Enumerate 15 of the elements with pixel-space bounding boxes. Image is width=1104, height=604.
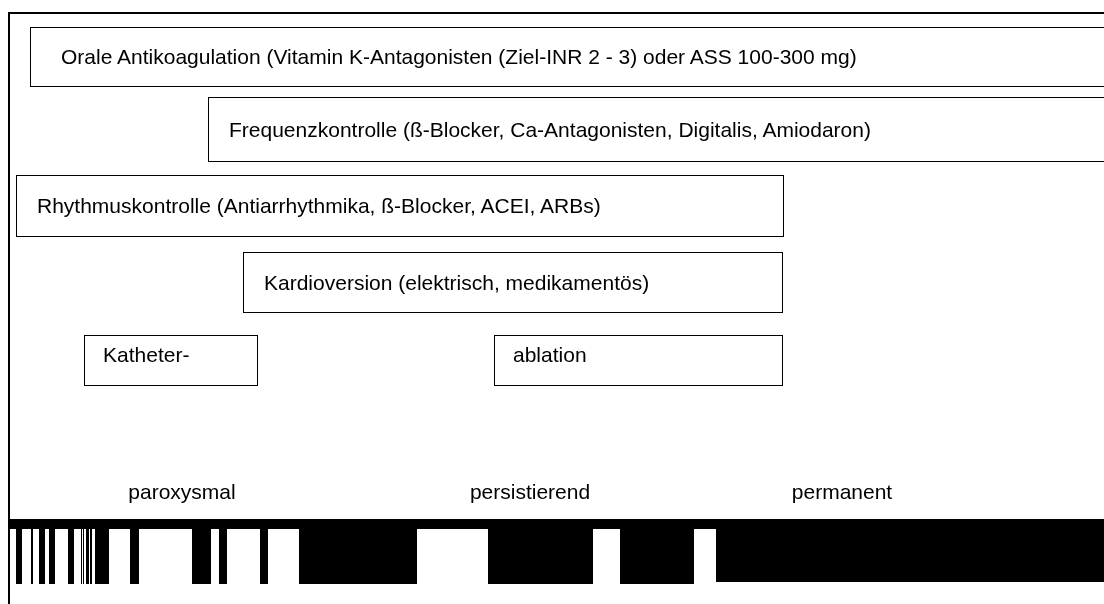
box-label: Katheter- (103, 342, 190, 367)
process-box (30, 27, 1104, 87)
process-box (208, 97, 1104, 162)
box-label: Kardioversion (elektrisch, medikamentös) (264, 270, 650, 295)
box-label: ablation (513, 342, 587, 367)
process-box (494, 335, 783, 386)
box-label: Frequenzkontrolle (ß-Blocker, Ca-Antagonisten, Digitalis, Amiodaron) (229, 117, 871, 142)
process-box (84, 335, 258, 386)
process-box (243, 252, 783, 313)
box-label: Orale Antikoagulation (Vitamin K-Antagonisten (Ziel-INR 2 - 3) oder ASS 100-300 mg) (61, 45, 857, 69)
process-box (16, 175, 784, 237)
category-label: paroxysmal (128, 480, 236, 504)
category-label: permanent (791, 480, 893, 504)
box-label: Rhythmuskontrolle (Antiarrhythmika, ß-Blocker, ACEI, ARBs) (37, 194, 601, 218)
category-label: persistierend (469, 480, 591, 504)
